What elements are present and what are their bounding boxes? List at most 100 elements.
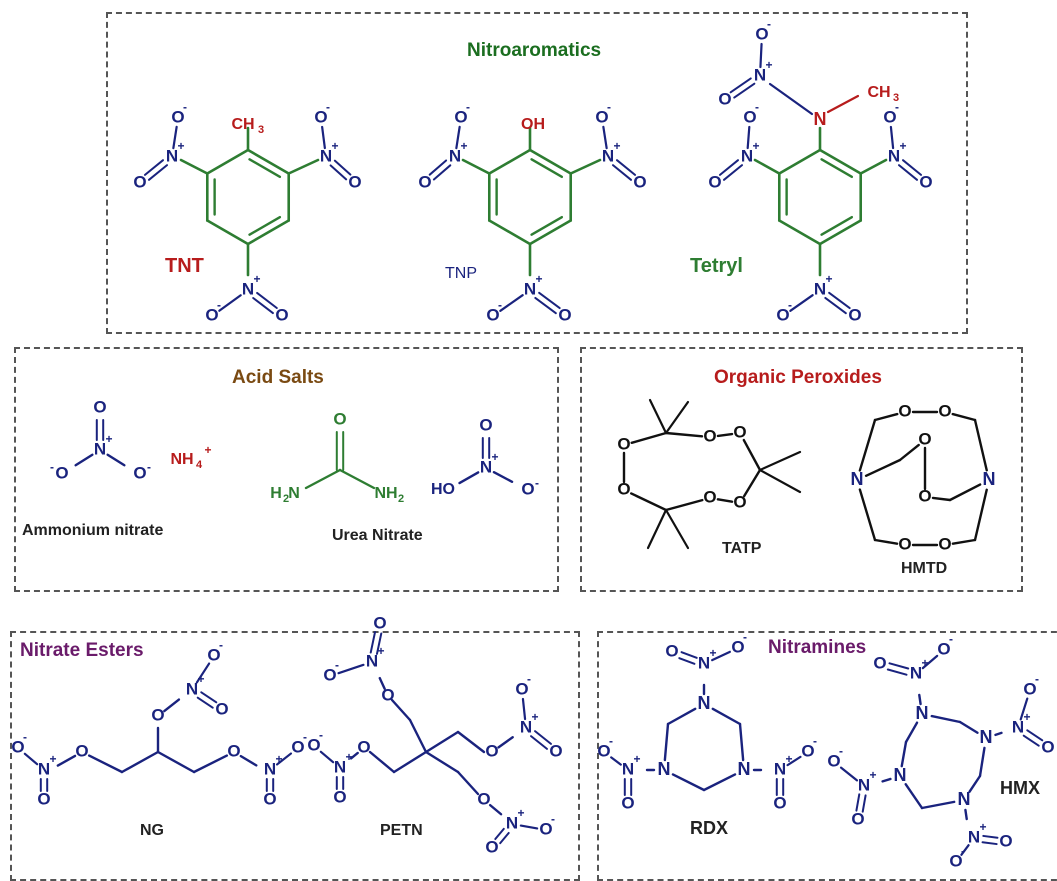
atom-label: + xyxy=(825,272,832,286)
atom-label: O xyxy=(93,397,106,416)
atom-label: O xyxy=(307,735,320,754)
atom-label: O xyxy=(333,787,346,806)
atom-label: N xyxy=(916,703,929,723)
atom-label: H xyxy=(270,485,282,502)
atom-label: O xyxy=(75,741,88,760)
atom-label: N xyxy=(242,279,254,298)
atom-label: O xyxy=(949,851,962,870)
atom-label: O xyxy=(718,89,731,108)
atom-label: - xyxy=(527,672,531,686)
atom-label: O xyxy=(558,305,571,324)
compound-label-tetryl: Tetryl xyxy=(690,255,743,277)
compound-label-tnt: TNT xyxy=(165,255,204,277)
atom-label: - xyxy=(743,630,747,644)
atom-label: + xyxy=(535,272,542,286)
atom-label: + xyxy=(517,806,524,820)
atom-label: O xyxy=(937,639,950,658)
atom-label: O xyxy=(733,492,746,511)
atom-label: 2 xyxy=(283,493,289,505)
atom-label: N xyxy=(622,759,634,778)
atom-label: - xyxy=(498,298,502,312)
atom-label: O xyxy=(703,426,716,445)
atom-label: O xyxy=(418,172,431,191)
atom-label: N xyxy=(658,759,671,779)
atom-label: O xyxy=(275,305,288,324)
compound-label-ng: NG xyxy=(140,822,164,839)
atom-label: O xyxy=(133,172,146,191)
atom-label: O xyxy=(205,305,218,324)
atom-label: + xyxy=(785,752,792,766)
atom-label: + xyxy=(105,432,112,446)
atom-label: N xyxy=(738,759,751,779)
atom-label: O xyxy=(11,737,24,756)
atom-label: N xyxy=(698,653,710,672)
nitramines-title: Nitramines xyxy=(768,637,867,658)
atom-label: O xyxy=(918,486,931,505)
atom-label: O xyxy=(703,487,716,506)
atom-label: + xyxy=(1023,710,1030,724)
atom-label: N xyxy=(334,757,346,776)
atom-label: + xyxy=(275,752,282,766)
atom-label: N xyxy=(366,651,378,670)
atom-label: O xyxy=(708,172,721,191)
atom-label: - xyxy=(961,844,965,858)
compound-label-hmtd: HMTD xyxy=(901,560,948,577)
atom-label: - xyxy=(326,100,330,114)
atom-label: O xyxy=(133,463,146,482)
atom-label: N xyxy=(506,813,518,832)
atom-label: O xyxy=(597,741,610,760)
atom-label: + xyxy=(253,272,260,286)
atom-label: - xyxy=(1035,672,1039,686)
atom-label: CH xyxy=(231,116,254,133)
atom-label: O xyxy=(595,107,608,126)
atom-label: O xyxy=(617,434,630,453)
atom-label: O xyxy=(357,737,370,756)
atom-label: - xyxy=(609,734,613,748)
atom-label: + xyxy=(979,820,986,834)
atom-label: O xyxy=(323,665,336,684)
atom-label: N xyxy=(320,146,332,165)
atom-label: + xyxy=(177,139,184,153)
atom-label: + xyxy=(49,752,56,766)
atom-label: O xyxy=(1023,679,1036,698)
atom-label: N xyxy=(186,679,198,698)
atom-label: O xyxy=(151,705,164,724)
atom-label: O xyxy=(539,819,552,838)
atom-label: O xyxy=(314,107,327,126)
compound-label-petn: PETN xyxy=(380,822,423,839)
atom-label: N xyxy=(449,146,461,165)
atom-label: N xyxy=(851,469,864,489)
atom-label: - xyxy=(607,100,611,114)
atom-label: O xyxy=(381,685,394,704)
atom-label: O xyxy=(633,172,646,191)
atom-label: O xyxy=(348,172,361,191)
compound-label-hmx: HMX xyxy=(1000,778,1040,798)
atom-label: N xyxy=(480,457,492,476)
atom-label: O xyxy=(801,741,814,760)
atom-label: O xyxy=(851,809,864,828)
atom-label: O xyxy=(883,107,896,126)
atom-label: N xyxy=(524,279,536,298)
atom-label: N xyxy=(888,146,900,165)
atom-label: O xyxy=(827,751,840,770)
atom-label: - xyxy=(147,460,151,474)
atom-label: N xyxy=(958,789,971,809)
atom-label: O xyxy=(743,107,756,126)
atom-label: - xyxy=(335,658,339,672)
atom-label: - xyxy=(535,476,539,490)
atom-label: O xyxy=(291,737,304,756)
atom-label: O xyxy=(55,463,68,482)
nitrate-esters-title: Nitrate Esters xyxy=(20,640,144,661)
atom-label: O xyxy=(477,789,490,808)
atom-label: O xyxy=(171,107,184,126)
compound-label-ammonium-nitrate: Ammonium nitrate xyxy=(22,522,164,539)
atom-label: - xyxy=(839,744,843,758)
atom-label: O xyxy=(1041,737,1054,756)
atom-label: O xyxy=(37,789,50,808)
compound-label-rdx: RDX xyxy=(690,818,729,838)
